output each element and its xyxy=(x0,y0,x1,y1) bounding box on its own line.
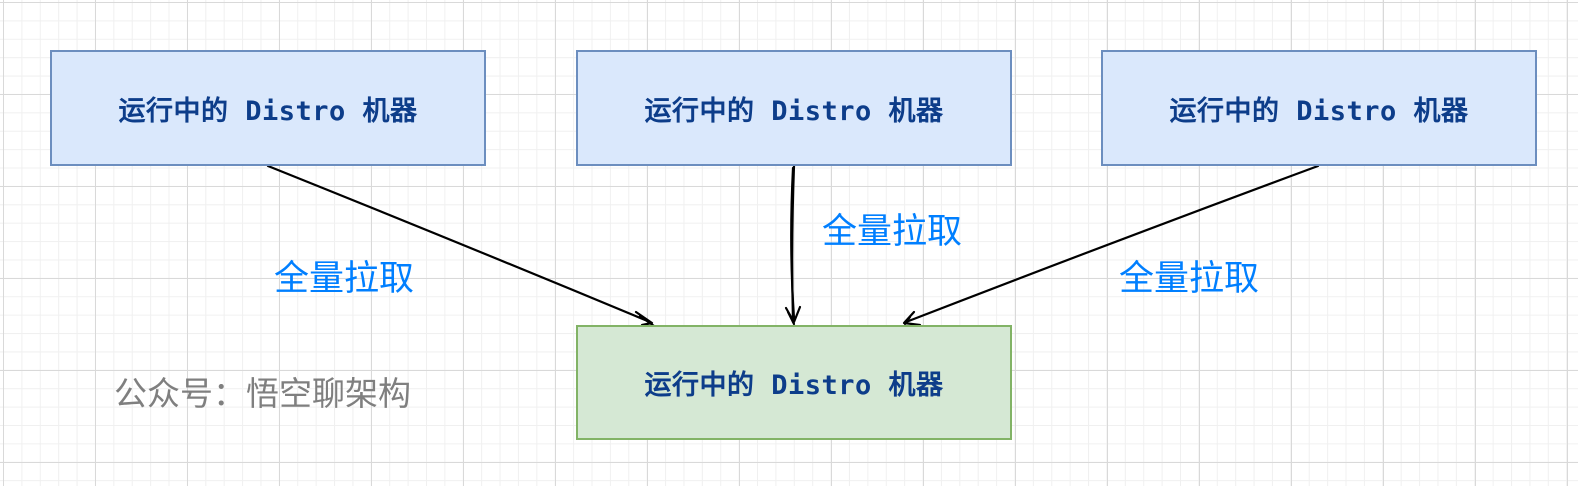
edge-right-line xyxy=(904,164,1320,324)
source-node-center[interactable]: 运行中的 Distro 机器 xyxy=(576,50,1012,166)
source-node-center-label: 运行中的 Distro 机器 xyxy=(644,95,944,127)
edge-left-arrowhead xyxy=(634,310,656,328)
source-node-left-label: 运行中的 Distro 机器 xyxy=(118,95,418,127)
target-node-label: 运行中的 Distro 机器 xyxy=(644,370,944,401)
source-node-right-label: 运行中的 Distro 机器 xyxy=(1169,95,1469,127)
edge-center-label: 全量拉取 xyxy=(822,212,963,252)
edge-left-label: 全量拉取 xyxy=(274,259,415,299)
edge-left-line xyxy=(266,164,652,324)
target-node[interactable]: 运行中的 Distro 机器 xyxy=(576,325,1012,440)
edge-center-arrowhead xyxy=(784,305,802,326)
edge-right-label: 全量拉取 xyxy=(1119,259,1260,299)
watermark-text: 公众号：悟空聊架构 xyxy=(114,374,411,413)
source-node-left[interactable]: 运行中的 Distro 机器 xyxy=(50,50,486,166)
edge-center-line-sketch xyxy=(790,166,796,320)
source-node-right[interactable]: 运行中的 Distro 机器 xyxy=(1101,50,1537,166)
edge-right-arrowhead xyxy=(902,310,922,327)
